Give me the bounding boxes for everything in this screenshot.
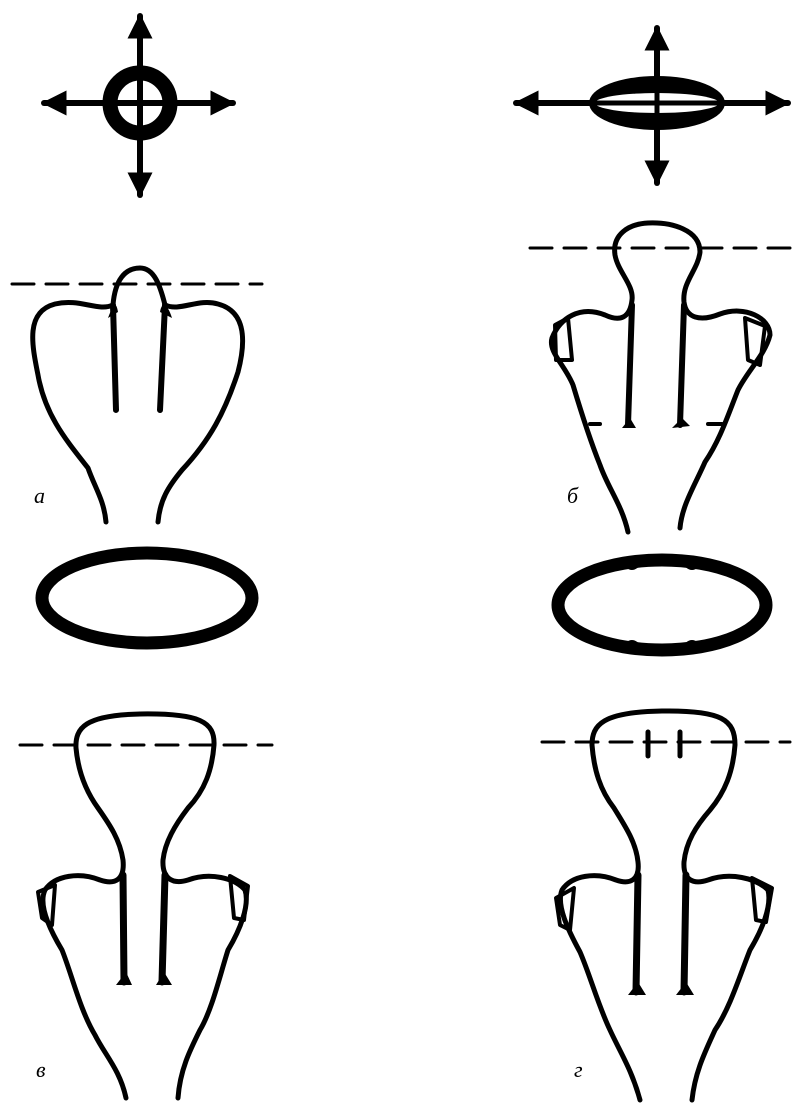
panel-d-label: г xyxy=(574,1057,583,1082)
panel-b-label: б xyxy=(567,483,579,508)
panel-d-outline xyxy=(542,711,790,1100)
cross-section-ring-b xyxy=(558,560,766,650)
panel-a-outline xyxy=(12,268,262,522)
panel-a-label: а xyxy=(34,483,45,508)
panel-c-outline xyxy=(20,714,272,1098)
cross-section-ring-a xyxy=(42,553,252,643)
elliptical-section-arrows-icon xyxy=(516,28,788,183)
round-section-arrows-icon xyxy=(44,16,233,195)
panel-c-label: в xyxy=(36,1057,46,1082)
